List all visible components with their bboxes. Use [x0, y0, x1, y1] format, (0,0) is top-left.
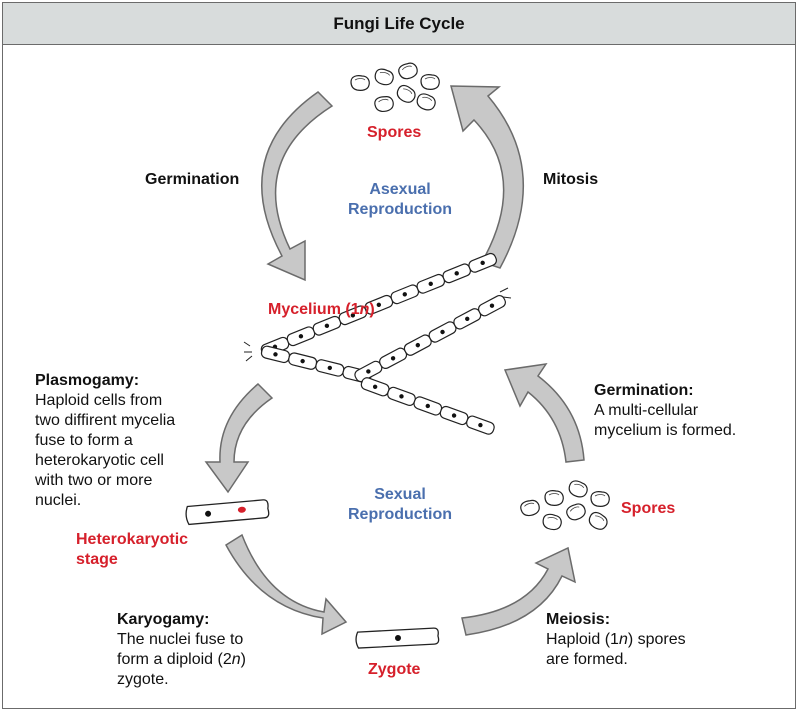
sexual-reproduction-label: Sexual Reproduction — [348, 486, 452, 523]
mitosis-label: Mitosis — [543, 171, 599, 188]
heterokaryotic-label: Heterokaryotic stage — [76, 531, 189, 568]
germination-sexual-text: Germination: A multi-cellular mycelium i… — [594, 382, 737, 439]
heterokaryotic-cell — [185, 499, 270, 526]
meiosis-arrow — [461, 546, 577, 636]
meiosis-text: Meiosis: Haploid (1n) spores are formed. — [546, 611, 686, 668]
karyogamy-text: Karyogamy: The nuclei fuse to form a dip… — [117, 611, 246, 688]
asexual-spores-cluster — [350, 60, 440, 114]
plasmogamy-text: Plasmogamy: Haploid cells from two diffi… — [35, 372, 176, 509]
germination-label-top: Germination — [145, 171, 240, 188]
sexual-spores-label: Spores — [621, 500, 676, 517]
sexual-spores-cluster — [518, 478, 611, 533]
title-bar: Fungi Life Cycle — [3, 3, 795, 45]
mitosis-arrow-right — [450, 85, 525, 269]
asexual-reproduction-label: Asexual Reproduction — [348, 181, 452, 218]
mycelium-hyphae — [243, 251, 512, 437]
asexual-spores-label: Spores — [367, 124, 422, 141]
germination-arrow-sexual — [503, 363, 585, 463]
diagram-title: Fungi Life Cycle — [333, 13, 465, 33]
germination-arrow-left — [261, 91, 334, 282]
plasmogamy-arrow — [204, 382, 274, 494]
mycelium-label: Mycelium (1n) — [268, 301, 375, 318]
zygote-label: Zygote — [368, 661, 421, 678]
zygote-cell — [355, 627, 440, 649]
karyogamy-arrow — [225, 533, 348, 636]
